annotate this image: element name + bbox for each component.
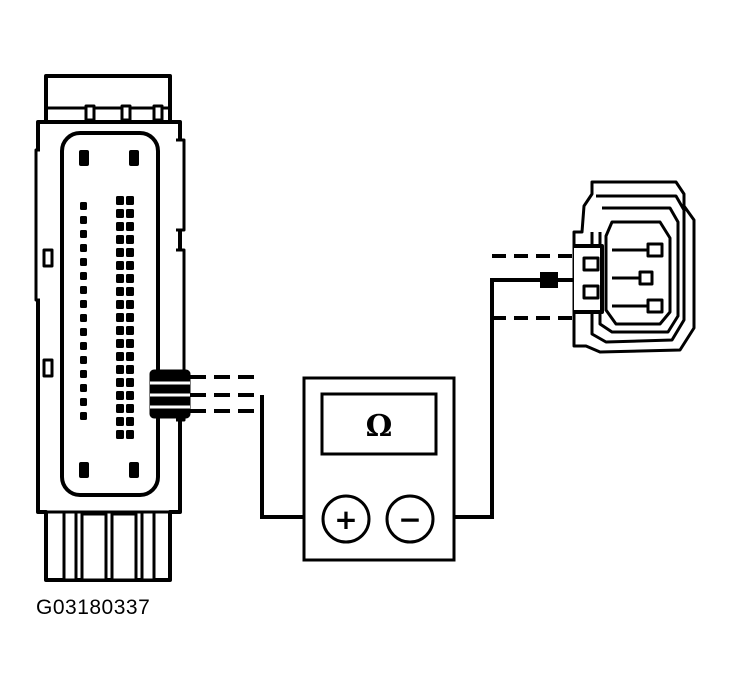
- clip-wire-gaps: [150, 381, 190, 409]
- connector-pin: [126, 391, 134, 400]
- sensor-lock-tab: [574, 244, 604, 314]
- connector-pin: [80, 342, 87, 350]
- connector-pin: [116, 261, 124, 270]
- connector-pin: [80, 314, 87, 322]
- positive-terminal-label: +: [334, 503, 357, 536]
- connector-pin: [126, 300, 134, 309]
- connector-pin: [116, 313, 124, 322]
- connector-pin: [126, 352, 134, 361]
- connector-pin: [116, 209, 124, 218]
- connector-pin: [126, 326, 134, 335]
- connector-pin: [126, 274, 134, 283]
- connector-pin: [80, 384, 87, 392]
- connector-pin: [126, 430, 134, 439]
- connector-pin: [116, 326, 124, 335]
- connector-pin: [126, 287, 134, 296]
- sensor-connector-icon: [572, 180, 696, 354]
- connector-pin: [80, 230, 87, 238]
- connector-pin: [80, 328, 87, 336]
- connector-pin: [80, 398, 87, 406]
- connector-pin: [80, 356, 87, 364]
- connector-pin: [116, 222, 124, 231]
- connector-pin: [126, 261, 134, 270]
- connector-pin: [80, 370, 87, 378]
- connector-pin: [126, 209, 134, 218]
- module-harness: [190, 375, 262, 413]
- connector-pin: [116, 248, 124, 257]
- ecu-connector-icon: [34, 74, 186, 582]
- connector-pin: [116, 339, 124, 348]
- cavity-keys: [79, 150, 139, 478]
- connector-pin: [126, 248, 134, 257]
- connector-pin: [116, 274, 124, 283]
- lead-probe: [540, 272, 558, 288]
- connector-pin: [80, 412, 87, 420]
- connector-pin: [80, 286, 87, 294]
- connector-pin: [126, 222, 134, 231]
- connector-pin: [116, 235, 124, 244]
- connector-pin: [126, 417, 134, 426]
- positive-terminal: [321, 494, 371, 544]
- ohmmeter-icon: Ω + −: [302, 376, 456, 562]
- figure-id: G03180337: [36, 596, 151, 619]
- connector-pin: [126, 365, 134, 374]
- ohm-symbol: Ω: [366, 409, 393, 444]
- negative-terminal: [385, 494, 435, 544]
- sensor-harness: [492, 254, 578, 320]
- connector-pin: [126, 313, 134, 322]
- connector-pin: [116, 287, 124, 296]
- connector-pin: [126, 339, 134, 348]
- connector-pin: [116, 417, 124, 426]
- connector-pin: [80, 300, 87, 308]
- connector-latch: [44, 74, 172, 120]
- connector-pin: [116, 365, 124, 374]
- connector-pin: [80, 258, 87, 266]
- connector-pin: [80, 202, 87, 210]
- connector-pin: [126, 378, 134, 387]
- connector-pin: [126, 196, 134, 205]
- connector-pin: [116, 391, 124, 400]
- connector-pin: [80, 216, 87, 224]
- connector-pin: [116, 300, 124, 309]
- pin-cavity: [60, 131, 160, 497]
- connector-pin: [126, 235, 134, 244]
- negative-terminal-label: −: [398, 503, 421, 536]
- meter-display: [320, 392, 438, 456]
- connector-pin: [80, 272, 87, 280]
- connector-pin: [116, 378, 124, 387]
- connector-pin: [126, 404, 134, 413]
- connector-pins: [80, 196, 134, 439]
- connector-pin: [116, 430, 124, 439]
- connector-pin: [116, 404, 124, 413]
- connector-pin: [80, 244, 87, 252]
- connector-pin: [116, 196, 124, 205]
- connector-pin: [116, 352, 124, 361]
